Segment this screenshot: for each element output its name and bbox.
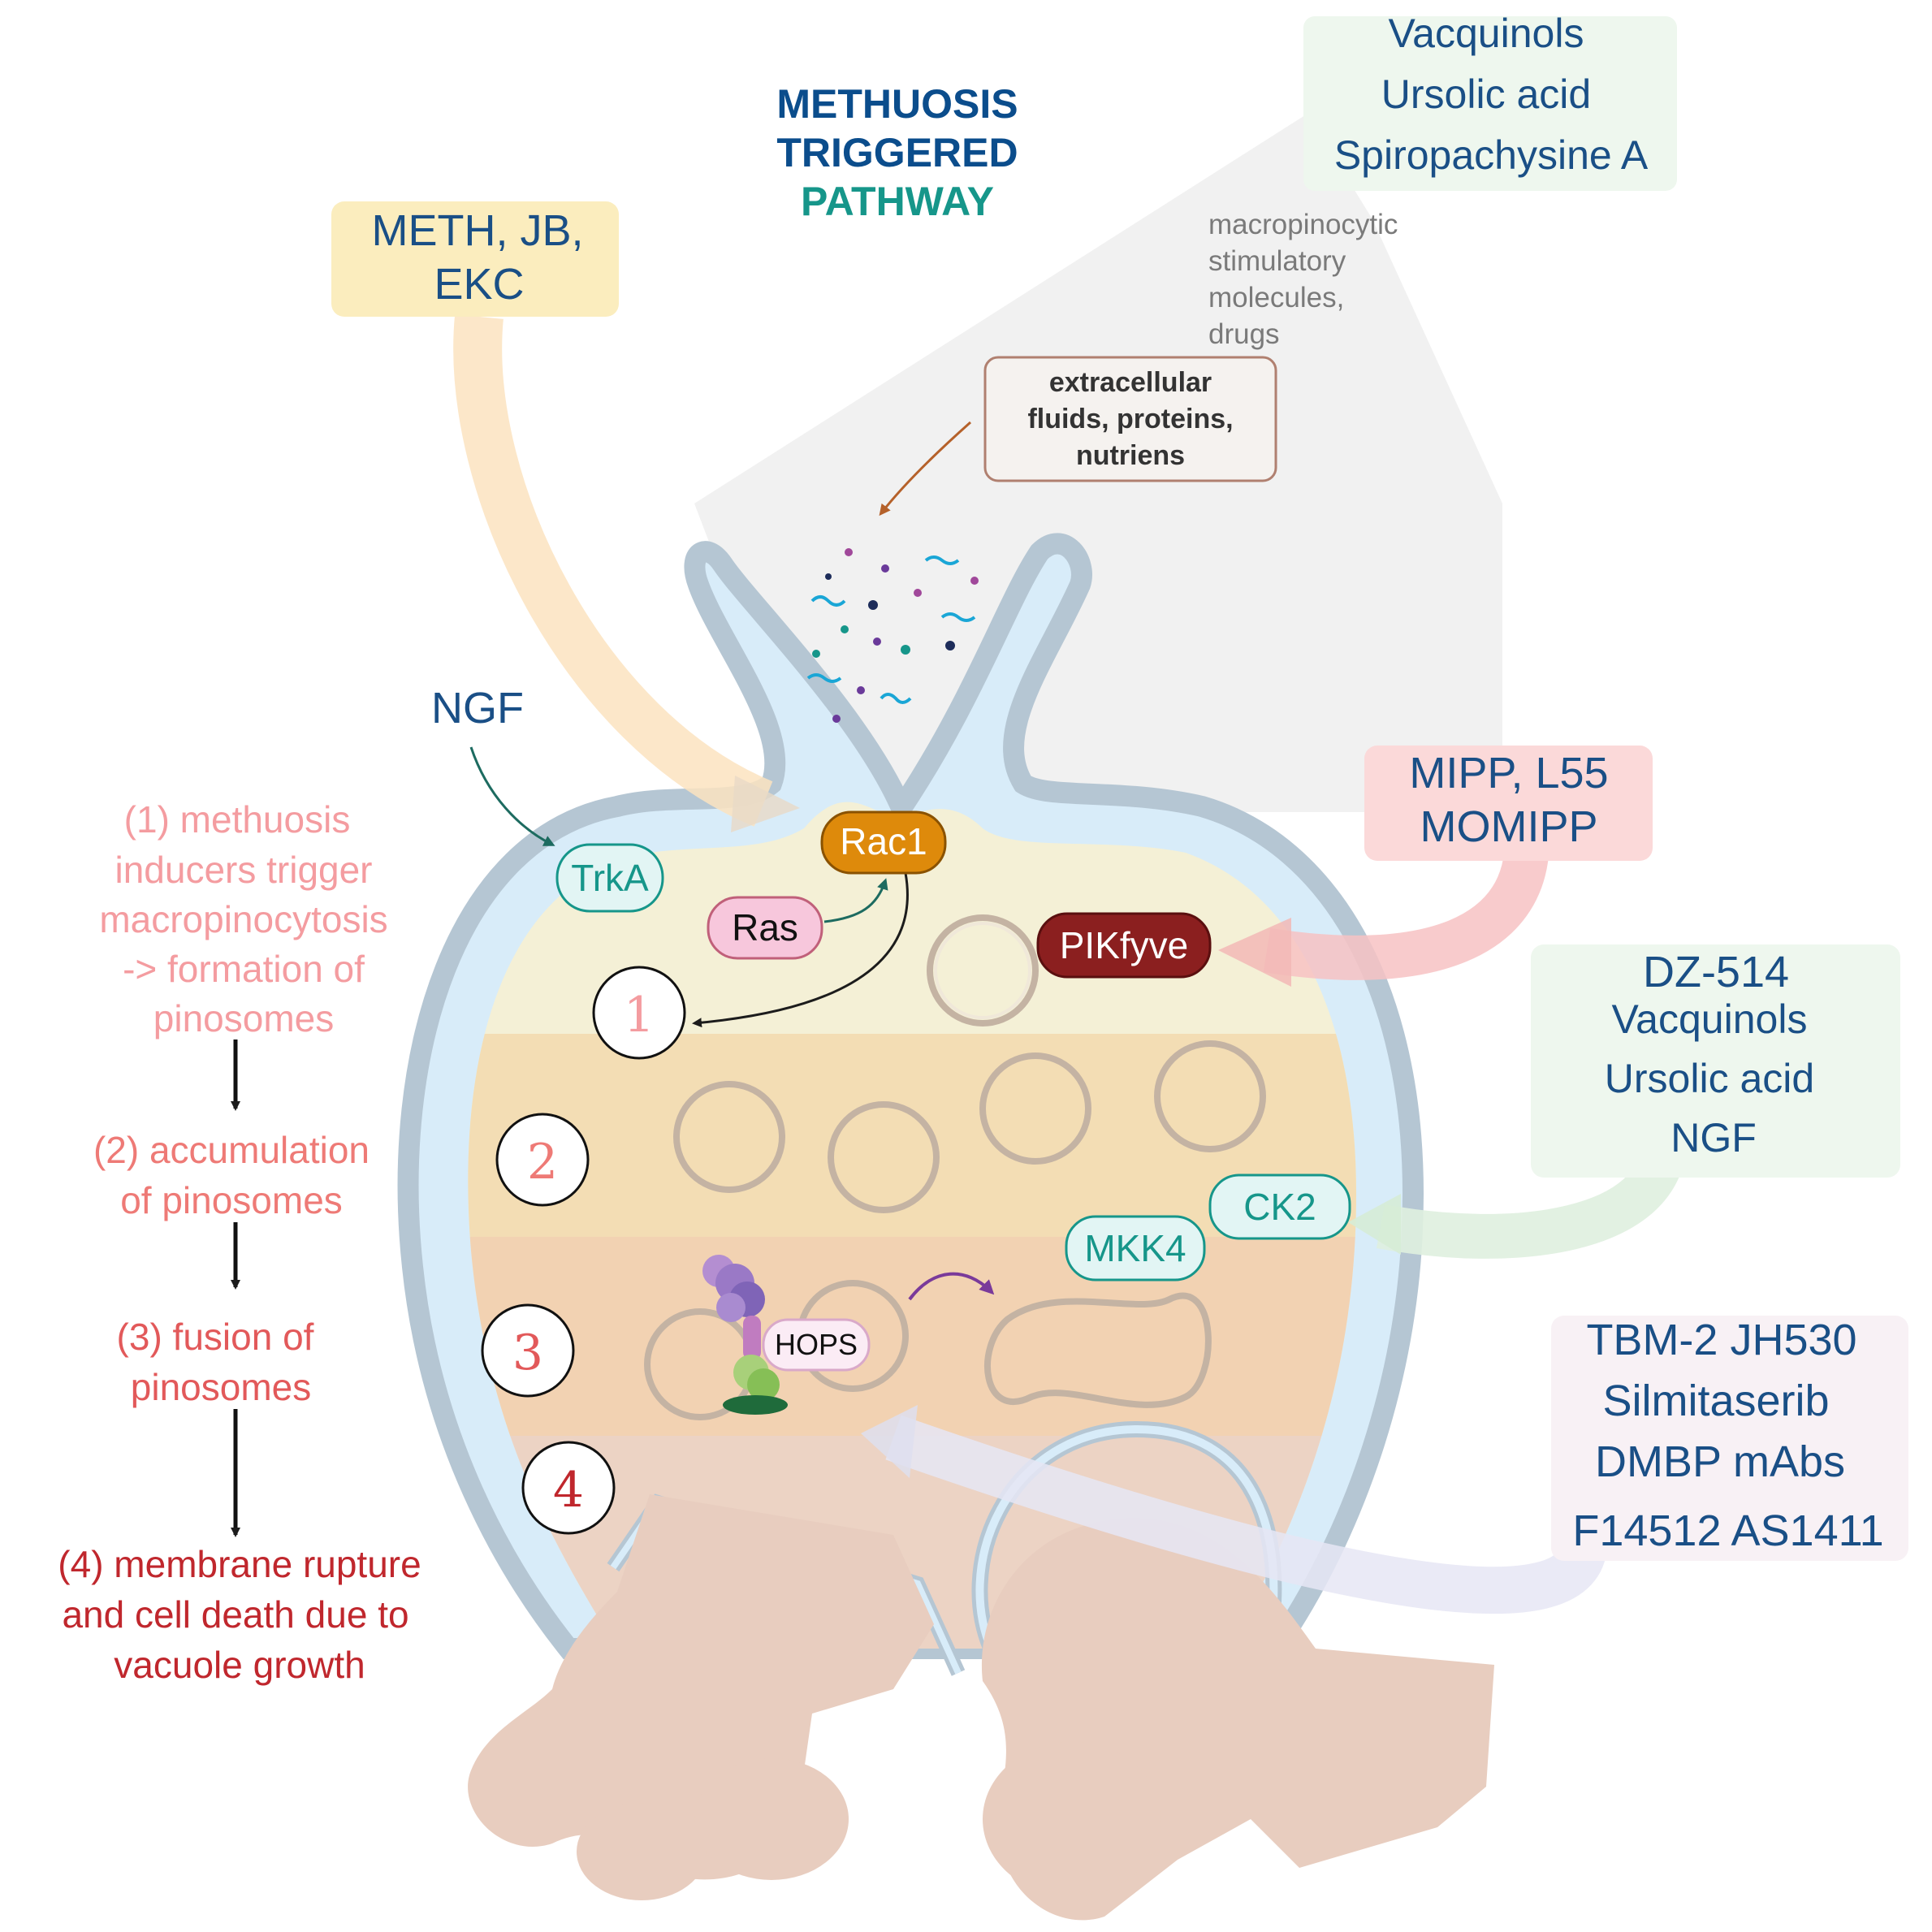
extracellular-cargo [806,548,979,723]
title-line-2: TRIGGERED [776,130,1018,175]
dz-box [1531,944,1900,1178]
dz-line-4: NGF [1671,1115,1757,1160]
vacq-top-line-2: Ursolic acid [1381,71,1591,117]
meth-line-1: METH, JB, [371,206,583,255]
step-number-3 [481,1303,575,1398]
step4-line-1: (4) membrane rupture [58,1543,421,1585]
step3-line-1: (3) fusion of [117,1316,314,1358]
step4-line-2: and cell death due to [62,1593,408,1636]
rac1-step1-arrow [692,872,909,1028]
dz-line-1: DZ-514 [1643,948,1789,996]
pinosome [927,914,1039,1027]
step4-line-3: vacuole growth [114,1644,365,1686]
mipp-line-1: MIPP, L55 [1409,749,1608,797]
pinosome [1154,1040,1266,1152]
tbm-line-3: DMBP mAbs [1595,1437,1845,1486]
mipp-line-2: MOMIPP [1420,802,1597,851]
step-number-2 [495,1113,590,1207]
extracellular-box [983,356,1277,482]
vacq-top-box [1303,16,1677,191]
ras-pill [707,896,823,960]
rac1-pill [820,810,947,875]
tbm-arrow [885,1415,1607,1614]
step1-line-3: macropinocytosis [99,898,387,940]
trka-pill [555,843,664,913]
tbm-line-1: TBM-2 JH530 [1586,1316,1856,1364]
pinosome [828,1101,940,1213]
stim-line-4: drugs [1208,318,1280,350]
meth-box [331,201,619,317]
title-line-1: METHUOSIS [776,81,1018,127]
meth-arrow [453,314,773,827]
ck2-label: CK2 [1243,1186,1316,1228]
ngf-arrow [469,746,555,846]
stim-line-2: stimulatory [1208,245,1346,277]
mkk4-label: MKK4 [1084,1227,1186,1269]
dz-line-2: Vacquinols [1612,996,1808,1042]
ras-rac1-arrow [823,878,888,923]
cargo-arrow [879,421,971,516]
hops-complex [702,1255,788,1415]
step-number-4 [521,1441,616,1535]
tbm-box [1551,1316,1908,1561]
step1-line-4: -> formation of [123,948,365,990]
pinosome [979,1052,1091,1165]
extracellular-line-2: fluids, proteins, [1027,404,1233,434]
title-line-3: PATHWAY [801,179,994,224]
step-number-1-text: 1 [624,987,655,1044]
stim-line-1: macropinocytic [1208,209,1398,240]
fused-vacuole [984,1292,1212,1408]
step1-line-1: (1) methuosis [124,798,351,841]
extracellular-line-3: nutriens [1076,440,1185,471]
ck2-pill [1208,1173,1351,1240]
vacq-top-line-3: Spiropachysine A [1334,132,1649,178]
tbm-line-2: Silmitaserib [1602,1377,1829,1425]
hops-pill [762,1318,871,1372]
rac1-label: Rac1 [840,820,927,862]
pinosome [673,1081,785,1193]
ras-label: Ras [732,906,798,949]
step2-line-2: of pinosomes [120,1179,343,1221]
step-number-3-text: 3 [512,1325,543,1381]
stim-line-3: molecules, [1208,282,1344,313]
vacq-top-line-1: Vacquinols [1389,11,1584,56]
pikfyve-pill [1036,912,1212,979]
tbm-line-4: F14512 AS1411 [1572,1506,1883,1555]
ngf-label: NGF [431,684,524,733]
step1-line-2: inducers trigger [115,849,372,891]
fusion-arrow [908,1272,995,1301]
step-number-1 [592,966,686,1060]
trka-label: TrkA [571,857,649,899]
step2-line-1: (2) accumulation [93,1129,370,1171]
ruptured-cell [468,1494,934,1880]
step-number-4-text: 4 [553,1462,584,1519]
step1-line-5: pinosomes [153,997,334,1039]
dz-line-3: Ursolic acid [1605,1056,1814,1101]
step-number-2-text: 2 [527,1134,558,1191]
hops-label: HOPS [775,1328,858,1361]
step3-line-2: pinosomes [131,1366,311,1408]
mkk4-pill [1065,1215,1206,1282]
pikfyve-label: PIKfyve [1060,924,1189,966]
extracellular-line-1: extracellular [1049,367,1212,398]
meth-line-2: EKC [434,260,524,309]
mipp-arrow [1263,827,1549,980]
mipp-box [1364,746,1653,861]
